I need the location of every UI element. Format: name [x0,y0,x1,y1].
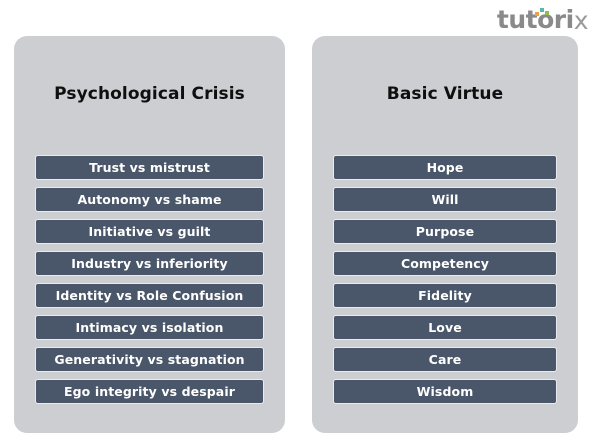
logo-dots [534,7,555,17]
crisis-row-list: Trust vs mistrust Autonomy vs shame Init… [14,155,285,404]
list-item: Competency [333,251,557,276]
panel-title-virtue: Basic Virtue [386,84,504,104]
tutorix-logo: tutorix [496,4,589,35]
list-item: Care [333,347,557,372]
list-item: Identity vs Role Confusion [35,283,264,308]
orange-dot-icon [534,11,539,16]
green-dot-icon [544,10,549,15]
panel-basic-virtue: Basic Virtue Hope Will Purpose Competenc… [312,36,578,433]
list-item: Wisdom [333,379,557,404]
list-item: Love [333,315,557,340]
list-item: Ego integrity vs despair [35,379,264,404]
logo-wordmark-text: tutori [496,4,574,34]
panel-title-crisis: Psychological Crisis [54,84,245,104]
list-item: Autonomy vs shame [35,187,264,212]
list-item: Industry vs inferiority [35,251,264,276]
list-item: Initiative vs guilt [35,219,264,244]
list-item: Hope [333,155,557,180]
list-item: Intimacy vs isolation [35,315,264,340]
list-item: Purpose [333,219,557,244]
list-item: Will [333,187,557,212]
teal-dot-icon [539,7,544,12]
list-item: Fidelity [333,283,557,308]
logo-wordmark-x: x [573,5,589,35]
logo-wordmark: tutorix [496,4,589,35]
panel-psychological-crisis: Psychological Crisis Trust vs mistrust A… [14,36,285,433]
list-item: Trust vs mistrust [35,155,264,180]
list-item: Generativity vs stagnation [35,347,264,372]
virtue-row-list: Hope Will Purpose Competency Fidelity Lo… [312,155,578,404]
